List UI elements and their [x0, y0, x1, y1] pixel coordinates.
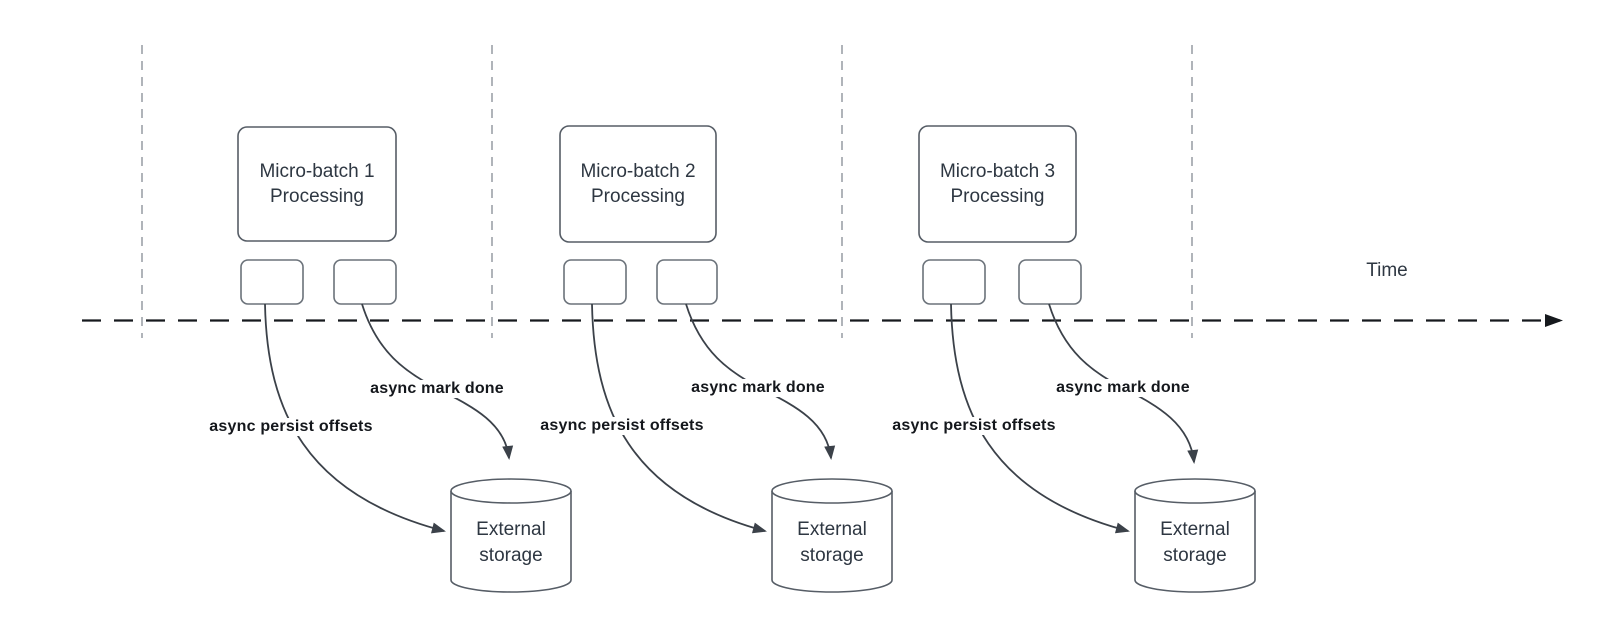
- mark-done-task-node-2: [656, 259, 718, 305]
- external-storage-label-1-line1: External: [476, 519, 546, 540]
- offset-task-node-2: [563, 259, 627, 305]
- micro-batch-label-3-line1: Micro-batch 3: [939, 161, 1056, 182]
- mark-done-task-node-3: [1018, 259, 1082, 305]
- persist-offsets-label-1: async persist offsets: [206, 418, 376, 436]
- micro-batch-group-2: [559, 125, 893, 593]
- external-storage-label-3: External storage: [1160, 517, 1230, 569]
- mark-done-label-3: async mark done: [1053, 379, 1193, 397]
- time-label: Time: [1366, 260, 1408, 281]
- external-storage-label-2-line2: storage: [800, 545, 864, 566]
- mark-done-task-node-1: [333, 259, 397, 305]
- persist-offsets-arrow-1: [264, 303, 446, 534]
- mark-done-label-2: async mark done: [688, 379, 828, 397]
- micro-batch-label-3-line2: Processing: [950, 186, 1045, 207]
- mark-done-label-1: async mark done: [367, 380, 507, 398]
- external-storage-label-1: External storage: [476, 517, 546, 569]
- external-storage-label-1-line2: storage: [479, 545, 543, 566]
- external-storage-label-2-line1: External: [797, 519, 867, 540]
- micro-batch-box-1: [237, 126, 397, 242]
- micro-batch-label-3: Micro-batch 3 Processing: [919, 126, 1076, 242]
- micro-batch-label-2-line2: Processing: [591, 186, 685, 207]
- persist-offsets-arrow-3: [950, 303, 1130, 534]
- micro-batch-label-1-line2: Processing: [270, 186, 364, 207]
- external-storage-cylinder-1: [450, 478, 572, 593]
- external-storage-cylinder-3: [1134, 478, 1256, 593]
- persist-offsets-arrow-2: [591, 303, 767, 534]
- micro-batch-label-2-line1: Micro-batch 2: [580, 161, 696, 182]
- micro-batch-box-3: [918, 125, 1077, 243]
- micro-batch-group-1: [237, 126, 572, 593]
- offset-task-node-3: [922, 259, 986, 305]
- external-storage-label-3-line1: External: [1160, 519, 1230, 540]
- external-storage-cylinder-2: [771, 478, 893, 593]
- micro-batch-label-1-line1: Micro-batch 1: [259, 161, 375, 182]
- persist-offsets-label-3: async persist offsets: [889, 417, 1059, 435]
- micro-batch-box-2: [559, 125, 717, 243]
- external-storage-label-2: External storage: [797, 517, 867, 569]
- offset-task-node-1: [240, 259, 304, 305]
- micro-batch-label-2: Micro-batch 2 Processing: [560, 126, 716, 242]
- micro-batch-label-1: Micro-batch 1 Processing: [238, 127, 396, 241]
- micro-batch-group-3: [918, 125, 1256, 593]
- persist-offsets-label-2: async persist offsets: [537, 417, 707, 435]
- external-storage-label-3-line2: storage: [1163, 545, 1227, 566]
